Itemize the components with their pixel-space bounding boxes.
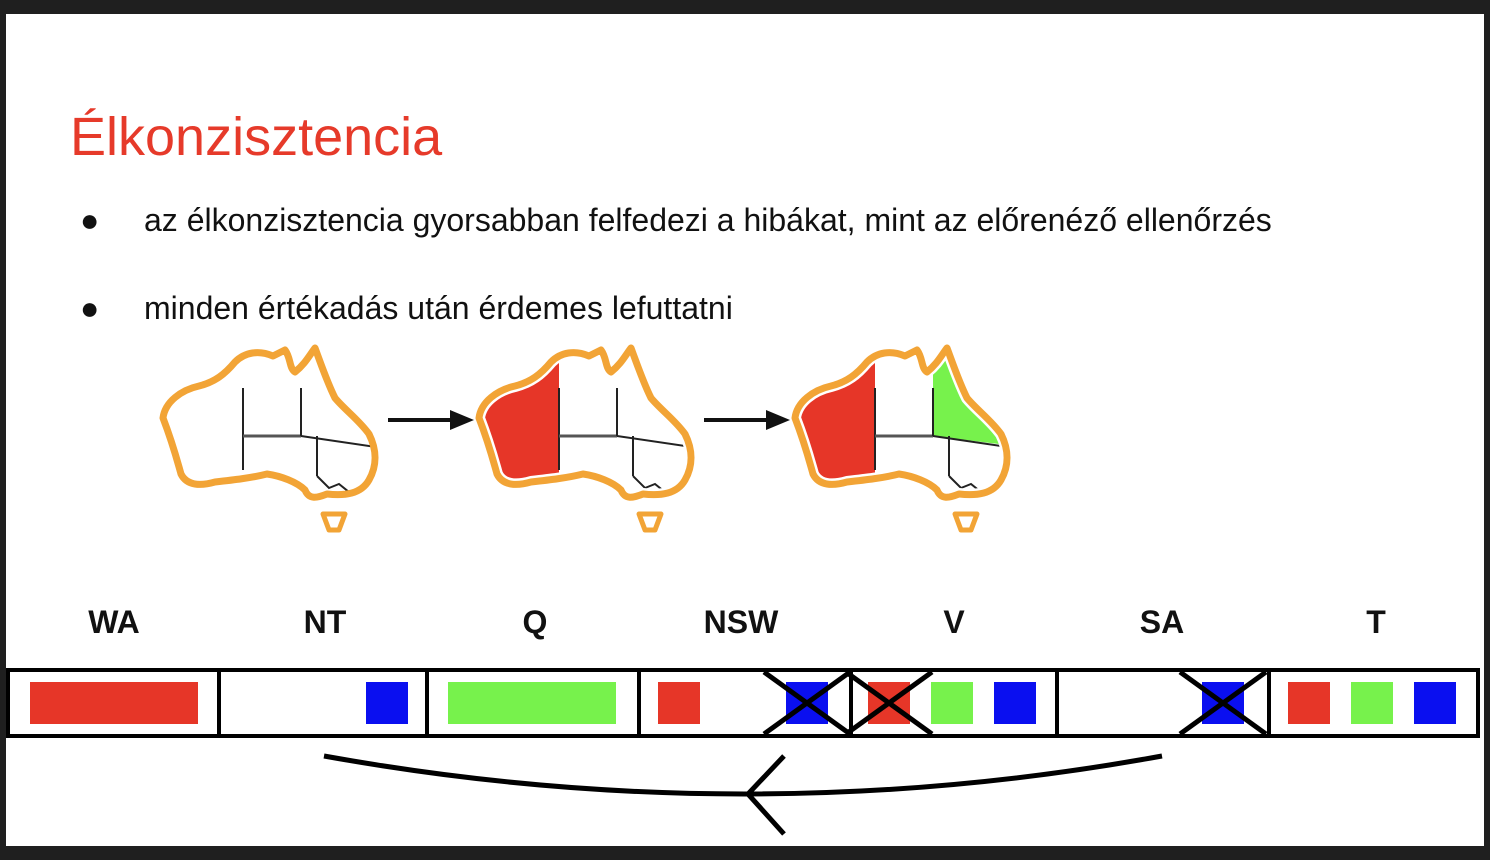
arc-arrowhead	[744, 754, 786, 836]
value-t-blue	[1414, 682, 1456, 724]
border-q-nsw	[300, 435, 375, 449]
value-t-red	[1288, 682, 1330, 724]
var-header-nsw: NSW	[703, 604, 779, 640]
cross-line	[844, 669, 934, 737]
arrow-head-1	[450, 410, 474, 430]
bullet-text: minden értékadás után érdemes lefuttatni	[144, 290, 733, 326]
slide-title: Élkonzisztencia	[70, 107, 443, 167]
value-nt-blue	[366, 682, 408, 724]
var-header-wa: WA	[88, 604, 140, 640]
value-v-green	[931, 682, 973, 724]
map-outline	[475, 344, 695, 501]
value-q-green	[448, 682, 616, 724]
value-v-blue	[994, 682, 1036, 724]
bullet-symbol: ●	[80, 290, 100, 326]
slide: Élkonzisztencia ● az élkonzisztencia gyo…	[6, 14, 1484, 846]
australia-map-sequence	[159, 335, 1013, 533]
bullet-symbol: ●	[80, 202, 100, 238]
var-header-nt: NT	[303, 604, 347, 640]
value-nsw-red	[658, 682, 700, 724]
cross-line	[762, 669, 852, 737]
cross-line	[1178, 669, 1268, 737]
bullet-text: az élkonzisztencia gyorsabban felfedezi …	[144, 202, 1272, 238]
value-t-green	[1351, 682, 1393, 724]
region-t	[320, 511, 348, 533]
region-t	[952, 511, 980, 533]
arc-line	[323, 753, 1163, 797]
var-header-t: T	[1366, 604, 1386, 640]
var-header-q: Q	[522, 604, 548, 640]
domain-table	[6, 668, 1480, 836]
map-outline	[159, 344, 379, 501]
australia-map-2	[472, 335, 697, 533]
arrow-head-2	[766, 410, 790, 430]
region-t	[636, 511, 664, 533]
map-outline	[791, 344, 1011, 501]
value-wa-red	[30, 682, 198, 724]
var-header-v: V	[943, 604, 965, 640]
var-header-sa: SA	[1139, 604, 1185, 640]
